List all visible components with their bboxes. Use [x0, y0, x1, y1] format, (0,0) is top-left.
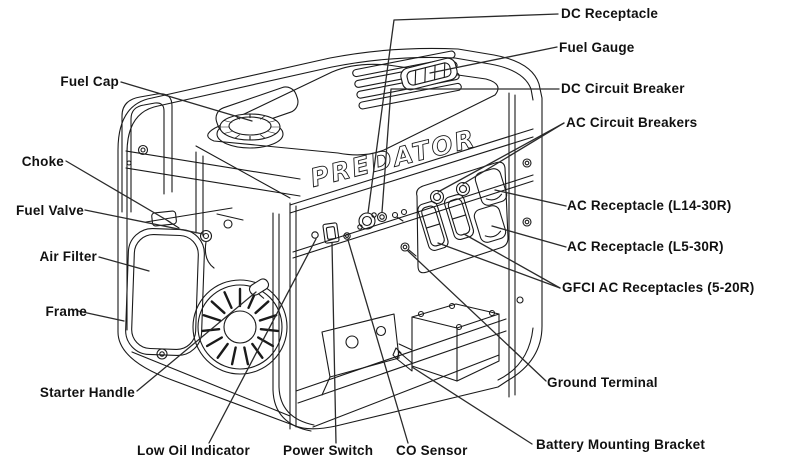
- brand-logo: PREDATOR: [307, 124, 479, 193]
- leader-fuel-cap: [120, 81, 253, 122]
- air-filter-part: [125, 227, 205, 357]
- dc-circuit-breaker-part: [376, 211, 388, 223]
- label-fuel-valve: Fuel Valve: [15, 203, 84, 218]
- label-low-oil-indicator: Low Oil Indicator: [137, 443, 250, 458]
- leader-gfci-1: [437, 242, 561, 289]
- label-fuel-gauge: Fuel Gauge: [559, 40, 635, 55]
- leader-dc-receptacle: [367, 13, 559, 214]
- label-ac-circuit-breakers: AC Circuit Breakers: [566, 115, 698, 130]
- label-co-sensor: CO Sensor: [396, 443, 468, 458]
- leader-fuel-valve: [84, 209, 204, 235]
- generator-body: [117, 47, 543, 432]
- gfci-receptacle-2-part: [443, 193, 475, 241]
- label-power-switch: Power Switch: [283, 443, 374, 458]
- leader-battery-bracket: [411, 366, 533, 445]
- ac-circuit-breakers-part: [429, 181, 471, 205]
- label-starter-handle: Starter Handle: [39, 385, 135, 400]
- label-dc-circuit-breaker: DC Circuit Breaker: [561, 81, 685, 96]
- label-air-filter: Air Filter: [39, 249, 97, 264]
- leader-gfci-2: [463, 233, 561, 289]
- label-ac-receptacle-l14: AC Receptacle (L14-30R): [567, 198, 732, 213]
- recoil-starter-part: [192, 279, 288, 375]
- leader-lines: [65, 13, 567, 445]
- low-oil-indicator-part: [311, 231, 319, 239]
- dc-receptacle-part: [357, 212, 377, 230]
- battery-bracket-part: [396, 351, 413, 372]
- leader-frame: [77, 310, 125, 322]
- leader-starter-handle: [136, 291, 257, 392]
- leader-low-oil-indicator: [208, 238, 317, 444]
- leader-power-switch: [331, 242, 337, 444]
- label-gfci-receptacles: GFCI AC Receptacles (5-20R): [562, 280, 755, 295]
- power-switch-part: [322, 222, 340, 244]
- label-ground-terminal: Ground Terminal: [547, 375, 658, 390]
- leader-co-sensor: [347, 239, 409, 444]
- gfci-receptacle-1-part: [417, 201, 449, 251]
- ac-receptacle-l5-part: [473, 205, 507, 243]
- fuel-cap-part: [216, 113, 284, 149]
- ac-receptacle-l14-part: [474, 168, 508, 206]
- label-frame: Frame: [45, 304, 87, 319]
- leader-ac-receptacle-l5: [491, 225, 567, 248]
- leader-ac-breaker-2: [462, 122, 565, 185]
- fuel-valve-part: [199, 229, 213, 243]
- leader-ac-receptacle-l14: [494, 189, 567, 207]
- fuel-gauge-part: [400, 57, 458, 91]
- leader-ground-terminal: [407, 250, 547, 382]
- label-battery-mounting-bracket: Battery Mounting Bracket: [536, 437, 706, 452]
- co-sensor-part: [343, 232, 351, 240]
- label-ac-receptacle-l5: AC Receptacle (L5-30R): [567, 239, 724, 254]
- leader-dc-circuit-breaker: [381, 88, 560, 213]
- leader-air-filter: [98, 256, 150, 272]
- label-dc-receptacle: DC Receptacle: [561, 6, 659, 21]
- label-fuel-cap: Fuel Cap: [60, 74, 119, 89]
- leader-ac-breaker-1: [437, 122, 565, 193]
- leader-choke: [65, 160, 171, 223]
- label-choke: Choke: [21, 154, 64, 169]
- battery-part: [392, 302, 500, 382]
- handle-part: [121, 93, 173, 213]
- starter-handle-part: [248, 278, 270, 299]
- ground-terminal-part: [400, 242, 417, 257]
- leader-fuel-gauge: [429, 46, 558, 74]
